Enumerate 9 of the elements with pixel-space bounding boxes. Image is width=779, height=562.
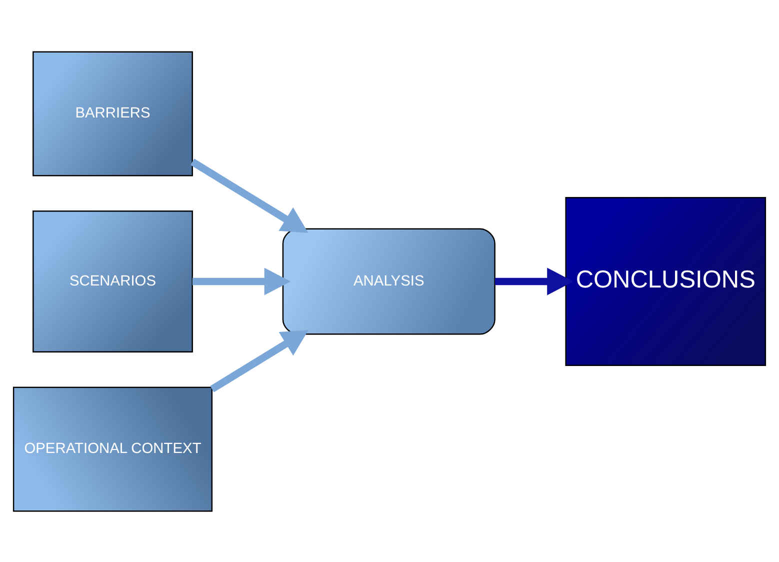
node-box: OPERATIONAL CONTEXT	[12, 386, 213, 512]
node-box: CONCLUSIONS	[565, 196, 766, 366]
node-box: ANALYSIS	[282, 228, 496, 334]
arrow	[190, 158, 308, 232]
node-box: SCENARIOS	[32, 210, 193, 352]
arrow	[192, 267, 291, 295]
node-box: BARRIERS	[32, 50, 193, 176]
arrow	[210, 330, 308, 392]
arrow	[494, 267, 574, 295]
